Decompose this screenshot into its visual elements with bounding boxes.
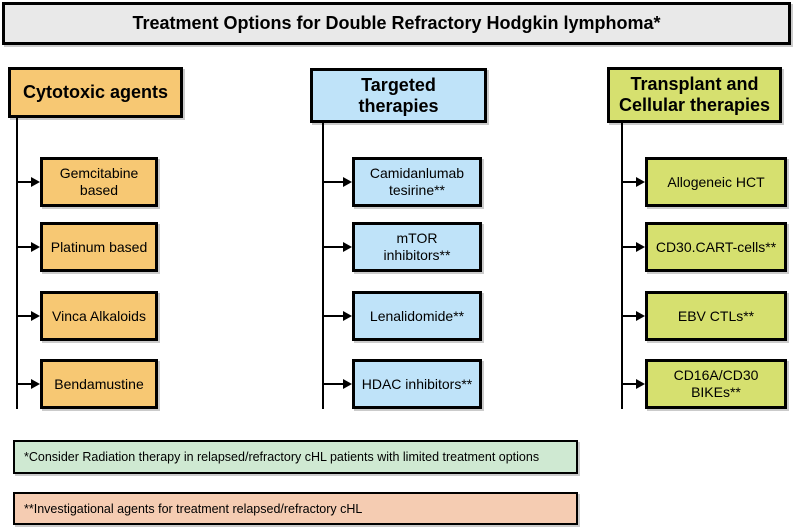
node-lenalidomide: Lenalidomide** [352,291,482,341]
connector-line [16,117,18,409]
node-vinca-alkaloids: Vinca Alkaloids [40,291,158,341]
node-cd30-cart-cells: CD30.CART-cells** [645,222,787,272]
node-gemcitabine-based: Gemcitabine based [40,157,158,207]
node-platinum-based: Platinum based [40,222,158,272]
node-ebv-ctls: EBV CTLs** [645,291,787,341]
connector-arrow [323,177,352,187]
diagram-title: Treatment Options for Double Refractory … [2,2,791,45]
connector-arrow [622,379,645,389]
connector-arrow [323,311,352,321]
connector-line [322,122,324,409]
node-allogeneic-hct: Allogeneic HCT [645,157,787,207]
connector-arrow [17,177,40,187]
footnote-radiation-therapy: *Consider Radiation therapy in relapsed/… [13,440,578,474]
header-targeted-therapies: Targeted therapies [310,68,487,123]
connector-arrow [17,311,40,321]
connector-arrow [622,177,645,187]
connector-line [621,122,623,409]
header-transplant-cellular-therapies: Transplant and Cellular therapies [607,67,782,123]
footnote-investigational-agents: **Investigational agents for treatment r… [13,492,578,525]
node-cd16a-cd30-bikes: CD16A/CD30 BIKEs** [645,359,787,409]
node-bendamustine: Bendamustine [40,359,158,409]
connector-arrow [323,242,352,252]
connector-arrow [622,242,645,252]
header-cytotoxic-agents: Cytotoxic agents [8,67,183,118]
node-camidanlumab-tesirine: Camidanlumab tesirine** [352,157,482,207]
connector-arrow [622,311,645,321]
node-hdac-inhibitors: HDAC inhibitors** [352,359,482,409]
node-mtor-inhibitors: mTOR inhibitors** [352,222,482,272]
connector-arrow [17,242,40,252]
connector-arrow [323,379,352,389]
connector-arrow [17,379,40,389]
